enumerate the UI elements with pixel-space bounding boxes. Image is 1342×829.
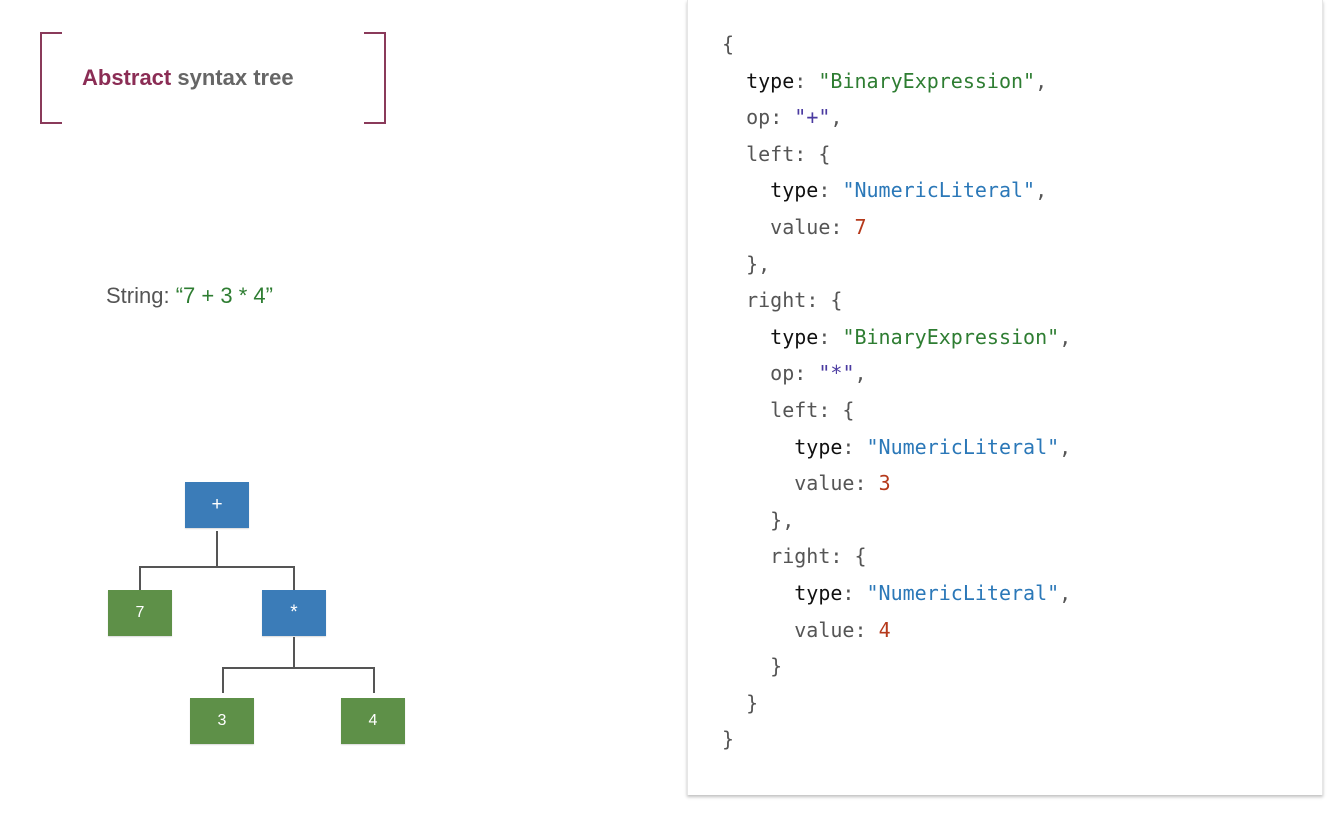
key-left: left — [770, 397, 819, 422]
title-rest: syntax tree — [177, 65, 294, 90]
page-title: Abstract syntax tree — [82, 65, 294, 91]
edge-root-bar — [139, 566, 295, 568]
key-type: type — [770, 324, 819, 349]
number-value: 3 — [878, 471, 891, 496]
node-plus: + — [185, 482, 249, 528]
edge-to-mul — [293, 566, 295, 590]
key-op: op — [770, 361, 795, 386]
ast-diagram: + 7 * 3 4 — [108, 482, 405, 744]
key-left: left — [746, 141, 795, 166]
node-4: 4 — [341, 698, 405, 744]
ast-json-code: { type: "BinaryExpression", op: "+", lef… — [722, 32, 1072, 752]
left-bracket — [40, 32, 62, 124]
number-value: 4 — [878, 617, 891, 642]
key-type: type — [794, 580, 843, 605]
string-value: “7 + 3 * 4” — [175, 283, 273, 308]
node-3: 3 — [190, 698, 254, 744]
node-multiply: * — [262, 590, 326, 636]
edge-to-4 — [373, 667, 375, 693]
number-value: 7 — [854, 214, 867, 239]
string-numeric-literal: "NumericLiteral" — [866, 580, 1060, 605]
edge-mul-stem — [293, 637, 295, 669]
key-right: right — [770, 544, 831, 569]
edge-root-stem — [216, 531, 218, 568]
string-numeric-literal: "NumericLiteral" — [866, 434, 1060, 459]
string-op-multiply: "*" — [818, 361, 855, 386]
edge-mul-bar — [222, 667, 375, 669]
title-frame: Abstract syntax tree — [40, 32, 386, 124]
string-numeric-literal: "NumericLiteral" — [842, 178, 1036, 203]
key-right: right — [746, 288, 807, 313]
string-label: String: — [106, 283, 170, 308]
string-binary-expression: "BinaryExpression" — [842, 324, 1060, 349]
string-binary-expression: "BinaryExpression" — [818, 68, 1036, 93]
string-op-plus: "+" — [794, 105, 831, 130]
edge-to-7 — [139, 566, 141, 590]
node-7: 7 — [108, 590, 172, 636]
key-value: value — [794, 617, 855, 642]
key-type: type — [794, 434, 843, 459]
key-value: value — [794, 471, 855, 496]
edge-to-3 — [222, 667, 224, 693]
right-bracket — [364, 32, 386, 124]
source-string: String: “7 + 3 * 4” — [106, 283, 273, 309]
brace: { — [722, 32, 735, 56]
key-type: type — [770, 178, 819, 203]
key-type: type — [746, 68, 795, 93]
key-value: value — [770, 214, 831, 239]
json-code-panel: { type: "BinaryExpression", op: "+", lef… — [687, 0, 1323, 795]
title-highlight: Abstract — [82, 65, 172, 90]
key-op: op — [746, 105, 771, 130]
